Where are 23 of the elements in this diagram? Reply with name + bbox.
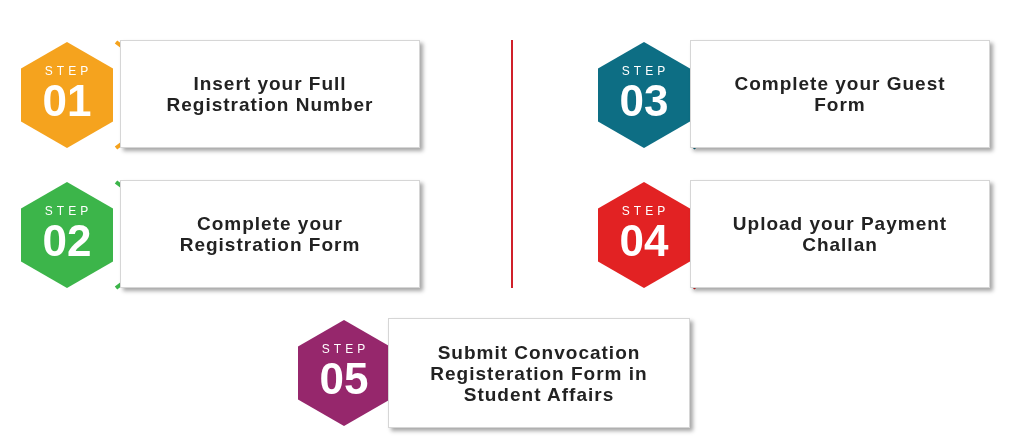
step-card: [690, 180, 990, 288]
step-card: [690, 40, 990, 148]
step-text: Complete your Guest Form: [733, 73, 947, 115]
hexagon-badge: [298, 320, 390, 426]
step-card: [120, 180, 420, 288]
step-label: STEP: [43, 64, 94, 78]
step-text: Insert your Full Registration Number: [165, 73, 375, 115]
step-label: STEP: [620, 64, 671, 78]
step-number: 05: [318, 356, 370, 402]
step-number: 03: [618, 78, 670, 124]
step-number: 01: [41, 78, 93, 124]
step-number: 04: [618, 218, 670, 264]
step-card: [120, 40, 420, 148]
step-number: 02: [41, 218, 93, 264]
step-label: STEP: [620, 204, 671, 218]
hexagon-badge: [21, 182, 113, 288]
step-label: STEP: [320, 342, 371, 356]
step-text: Submit Convocation Registeration Form in Student Affairs: [429, 341, 649, 405]
step-text: Upload your Payment Challan: [731, 213, 949, 255]
hexagon-badge: [21, 42, 113, 148]
step-text: Complete your Registration Form: [178, 213, 362, 255]
step-card: [388, 318, 690, 428]
step-label: STEP: [43, 204, 94, 218]
